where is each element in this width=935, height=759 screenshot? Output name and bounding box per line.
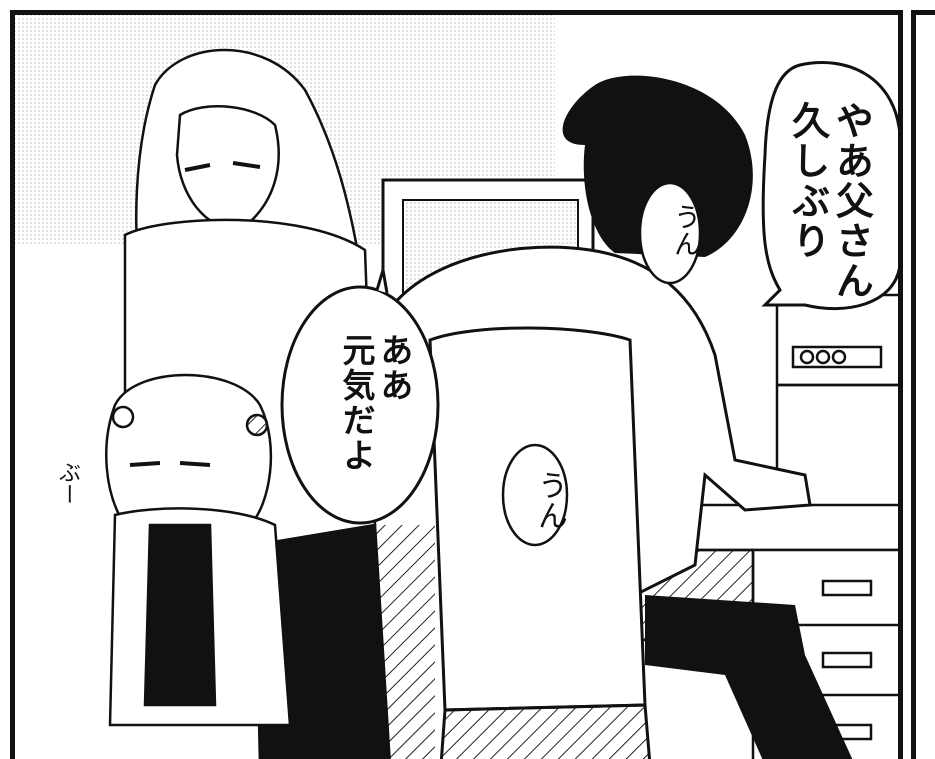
girl-pout-sfx: ぶー: [55, 461, 80, 505]
son-dialogue: やあ父さん 久しぶり: [785, 101, 874, 301]
speech-bubble-father: [280, 269, 440, 525]
aside-text-top: うん: [669, 203, 700, 257]
aside-bubble-chair: [501, 443, 569, 547]
adjacent-panel-edge: [911, 10, 935, 759]
manga-panel: やあ父さん 久しぶり ああ 元気だよ うん うん ぶー: [10, 10, 903, 759]
father-dialogue: ああ 元気だよ: [336, 333, 414, 473]
speech-bubble-son: [761, 61, 898, 311]
girl-figure: [105, 373, 292, 727]
aside-bubble-top: [638, 181, 702, 285]
panel-artwork: [15, 15, 898, 759]
aside-text-chair: うん: [532, 470, 567, 530]
